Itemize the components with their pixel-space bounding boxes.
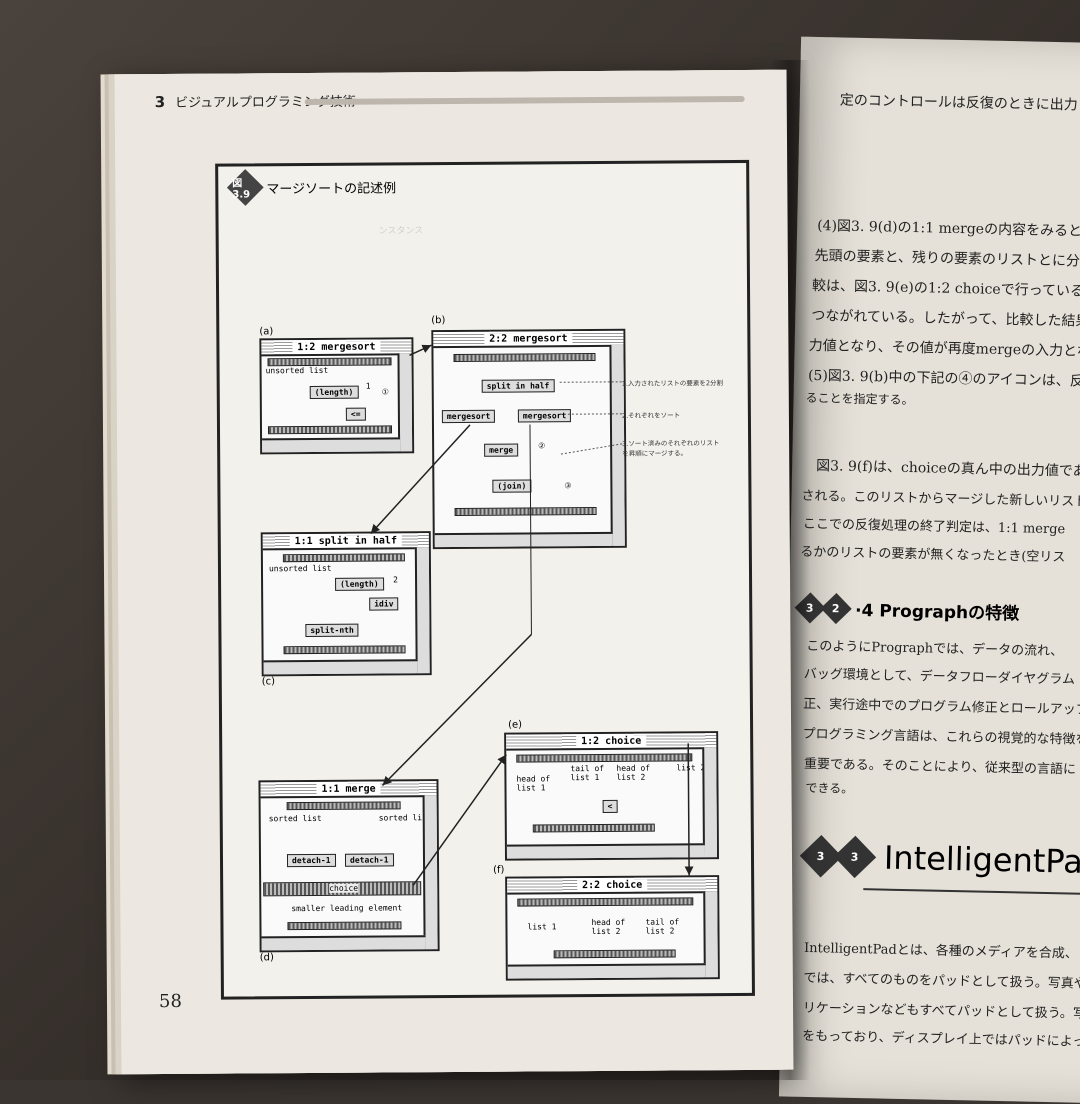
length-op[interactable]: (length) bbox=[310, 386, 359, 399]
figure-badge-icon: 図 3.9 bbox=[227, 169, 264, 206]
left-page: 3 ビジュアルプログラミング技術 図 3.9 マージソートの記述例 ンスタンス … bbox=[115, 70, 794, 1075]
section-number-icon: 2 bbox=[821, 592, 852, 623]
right-text-line: (4)図3. 9(d)の1:1 mergeの内容をみると bbox=[817, 215, 1080, 241]
right-text-line: 先頭の要素と、残りの要素のリストとに分ける bbox=[814, 245, 1080, 271]
scrollbar[interactable] bbox=[262, 437, 400, 452]
page-number: 58 bbox=[159, 991, 182, 1012]
right-text-line: できる。 bbox=[805, 779, 853, 797]
right-text-line: では、すべてのものをパッドとして扱う。写真や bbox=[803, 967, 1080, 992]
split-nth-op[interactable]: split-nth bbox=[305, 624, 358, 637]
right-text-line: 定のコントロールは反復のときに出力された値 bbox=[840, 89, 1080, 115]
right-text-line: バッグ環境として、データフローダイヤグラム bbox=[804, 663, 1076, 688]
figure-title: マージソートの記述例 bbox=[266, 177, 396, 197]
figure-3-9: 図 3.9 マージソートの記述例 ンスタンス プログラムのコントロール (a) … bbox=[215, 160, 755, 1000]
right-text-line: 較は、図3. 9(e)の1:2 choiceで行っている。 bbox=[812, 275, 1080, 301]
panel-tag: (d) bbox=[260, 952, 274, 963]
window-titlebar[interactable]: 1:1 split in half bbox=[263, 533, 429, 550]
window-1-2-mergesort: 1:2 mergesort unsorted list (length) 1 ①… bbox=[259, 337, 414, 454]
chapter-rule bbox=[863, 888, 1080, 895]
right-text-line: プログラミング言語は、これらの視覚的な特徴を bbox=[802, 723, 1080, 748]
section-heading: 3 2 ·4 Prographの特徴 bbox=[799, 595, 1020, 625]
length-op[interactable]: (length) bbox=[335, 577, 384, 590]
header-rule bbox=[305, 96, 745, 105]
window-1-1-merge: 1:1 merge sorted list sorted list detach… bbox=[258, 779, 439, 952]
window-titlebar[interactable]: 2:2 choice bbox=[507, 877, 717, 894]
chapter-title: IntelligentPa bbox=[884, 839, 1080, 881]
right-text-line: ここでの反復処理の終了判定は、1:1 merge bbox=[803, 513, 1066, 537]
scrollbar[interactable] bbox=[507, 843, 705, 858]
mergesort-op[interactable]: mergesort bbox=[442, 410, 495, 423]
scrollbar[interactable] bbox=[262, 935, 426, 950]
right-text-line: ることを指定する。 bbox=[805, 389, 913, 408]
window-titlebar[interactable]: 1:2 mergesort bbox=[261, 339, 411, 356]
chapter-number: 3 bbox=[155, 93, 166, 111]
chapter-heading: 3 3 IntelligentPa bbox=[806, 837, 1080, 881]
scrollbar[interactable] bbox=[702, 747, 717, 857]
window-titlebar[interactable]: 2:2 mergesort bbox=[433, 331, 623, 348]
compare-op[interactable]: <= bbox=[346, 408, 366, 421]
window-2-2-choice: 2:2 choice list 1 head of list 2 tail of… bbox=[505, 875, 720, 980]
right-text-line: される。このリストからマージした新しいリスト bbox=[801, 485, 1080, 510]
window-1-2-choice: 1:2 choice head of list 1 tail of list 1… bbox=[504, 731, 719, 860]
right-page: 定のコントロールは反復のときに出力された値 (4)図3. 9(d)の1:1 me… bbox=[779, 37, 1080, 1104]
right-text-line: (5)図3. 9(b)中の下記の④のアイコンは、反 bbox=[808, 365, 1080, 391]
right-text-line: 力値となり、その値が再度mergeの入力となる bbox=[808, 335, 1080, 361]
right-text-line: リケーションなどもすべてパッドとして扱う。写真 bbox=[803, 997, 1080, 1022]
scrollbar[interactable] bbox=[264, 659, 418, 674]
window-titlebar[interactable]: 1:2 choice bbox=[506, 733, 716, 750]
scrollbar[interactable] bbox=[435, 532, 613, 547]
right-text-line: をもっており、ディスプレイ上ではパッドによって表現さ bbox=[802, 1025, 1080, 1051]
split-op[interactable]: split in half bbox=[482, 379, 555, 393]
window-titlebar[interactable]: 1:1 merge bbox=[260, 781, 436, 798]
panel-tag: (a) bbox=[259, 326, 273, 337]
right-text-line: るかのリストの要素が無くなったとき(空リス bbox=[800, 541, 1065, 566]
idiv-op[interactable]: idiv bbox=[369, 597, 398, 610]
section-title: ·4 Prographの特徴 bbox=[855, 596, 1020, 624]
panel-tag: (c) bbox=[262, 676, 275, 687]
merge-op[interactable]: merge bbox=[484, 444, 518, 457]
right-text-line: 図3. 9(f)は、choiceの真ん中の出力値であ bbox=[816, 455, 1080, 481]
figure-caption: 図 3.9 マージソートの記述例 bbox=[232, 173, 396, 200]
right-text-line: つながれている。したがって、比較した結果の bbox=[811, 305, 1080, 331]
right-text-line: 重要である。そのことにより、従来型の言語に bbox=[804, 753, 1076, 778]
detach-op[interactable]: detach-1 bbox=[345, 853, 394, 866]
less-than-op[interactable]: < bbox=[603, 800, 618, 813]
right-text-line: IntelligentPadとは、各種のメディアを合成、 bbox=[804, 937, 1078, 962]
right-text-line: 正、実行途中でのプログラム修正とロールアップ bbox=[803, 693, 1080, 718]
chapter-number-icon: 3 bbox=[834, 836, 876, 878]
mergesort-op[interactable]: mergesort bbox=[518, 409, 571, 422]
scrollbar[interactable] bbox=[423, 795, 438, 949]
detach-op[interactable]: detach-1 bbox=[287, 854, 336, 867]
scrollbar[interactable] bbox=[508, 963, 706, 978]
scrollbar[interactable] bbox=[415, 547, 430, 673]
panel-tag: (f) bbox=[493, 865, 504, 876]
right-text-line: このようにPrographでは、データの流れ、 bbox=[806, 635, 1063, 659]
panel-tag: (e) bbox=[508, 720, 522, 731]
panel-tag: (b) bbox=[431, 315, 445, 326]
join-op[interactable]: (join) bbox=[492, 479, 531, 492]
window-1-1-split-in-half: 1:1 split in half unsorted list (length)… bbox=[261, 531, 432, 676]
window-2-2-mergesort: 2:2 mergesort split in half mergesort me… bbox=[431, 329, 627, 549]
